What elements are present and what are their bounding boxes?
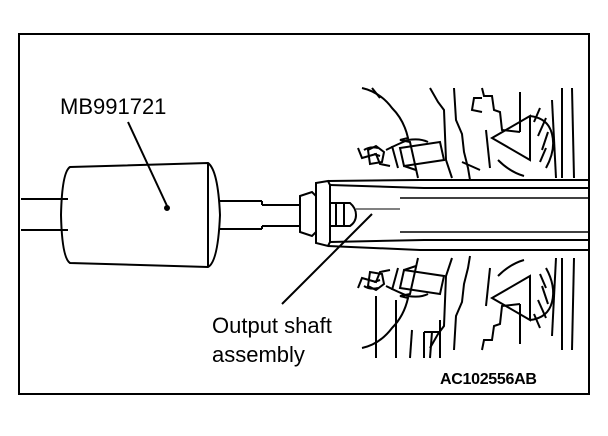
diagram-frame bbox=[18, 33, 590, 395]
output-shaft-callout-line2: assembly bbox=[212, 342, 305, 367]
tool-leader-line bbox=[127, 121, 169, 209]
output-shaft-callout-line1: Output shaft bbox=[212, 313, 332, 338]
tool-callout-label: MB991721 bbox=[60, 94, 167, 119]
figure-id-label: AC102556AB bbox=[440, 371, 537, 388]
lower-oil-seal bbox=[366, 267, 399, 292]
lower-housing bbox=[357, 255, 575, 359]
upper-oil-seal bbox=[366, 144, 399, 169]
special-tool-mb991721 bbox=[21, 161, 358, 269]
shaft-leader-line bbox=[281, 213, 373, 305]
output-shaft-assembly bbox=[327, 179, 590, 251]
upper-housing bbox=[357, 87, 575, 181]
